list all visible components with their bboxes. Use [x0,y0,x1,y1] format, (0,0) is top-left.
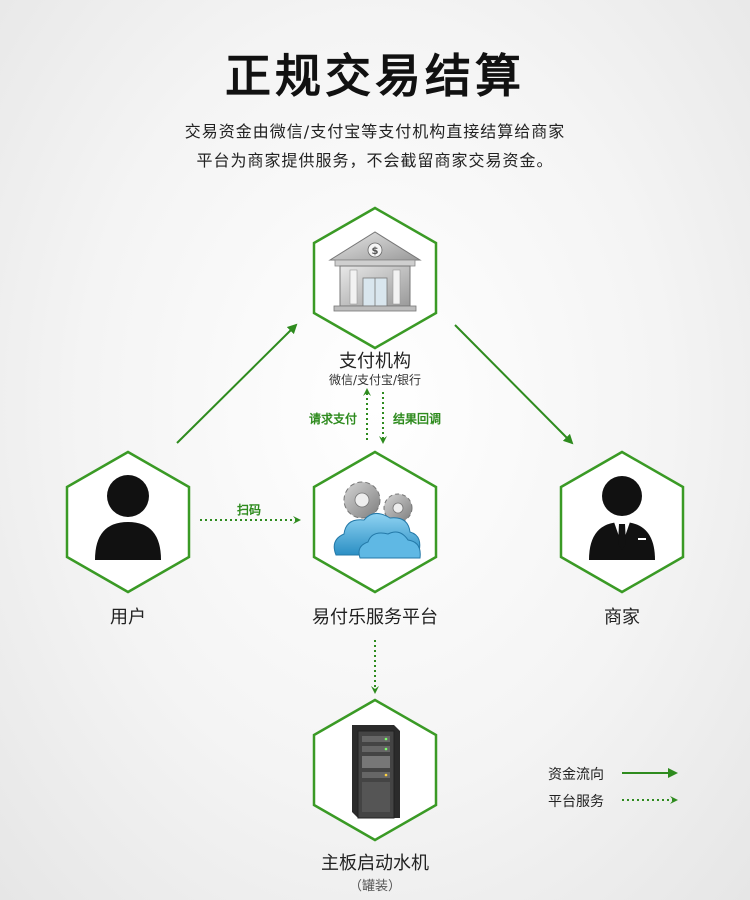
user-label: 用户 [110,607,146,628]
bank-icon: $ [328,231,422,312]
legend-platform-service-label: 平台服务 [548,794,604,810]
person-icon [95,475,161,560]
server-rack-icon [352,725,400,819]
legend-fund-flow-label: 资金流向 [548,767,604,783]
machine-label: 主板启动水机 [321,853,429,874]
payment-institution-label: 支付机构 [339,351,411,372]
node-machine [312,698,438,842]
edge-label-scan-code: 扫码 [237,503,262,517]
arrow-payment-to-merchant [454,324,574,445]
platform-label: 易付乐服务平台 [312,607,438,628]
merchant-label: 商家 [604,607,640,628]
node-merchant [559,450,685,594]
edge-label-result-callback: 结果回调 [393,412,442,426]
arrow-user-to-payment [176,323,298,444]
subtitle-line-2: 平台为商家提供服务，不会截留商家交易资金。 [196,151,554,170]
page-title: 正规交易结算 [225,49,525,103]
subtitle-line-1: 交易资金由微信/支付宝等支付机构直接结算给商家 [184,122,566,141]
businessman-icon [589,476,655,560]
payment-institution-sublabel: 微信/支付宝/银行 [328,373,422,387]
node-platform [312,450,438,594]
edge-label-request-payment: 请求支付 [309,412,358,426]
cloud-gear-icon [333,481,421,559]
svg-text:$: $ [372,246,379,257]
node-user [65,450,191,594]
node-payment-institution: $ [312,206,438,350]
machine-sublabel: （罐装） [348,879,401,894]
